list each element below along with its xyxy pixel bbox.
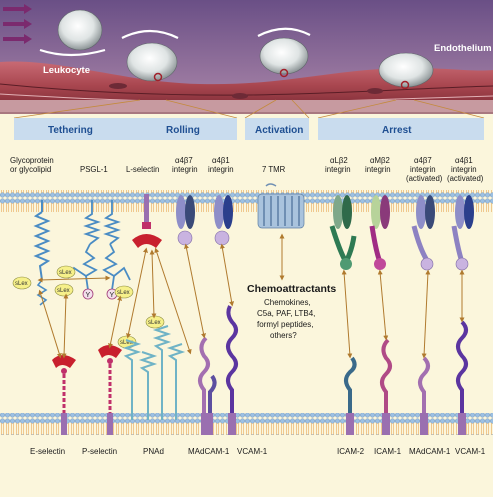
label-a4b7: α4β7: [175, 156, 193, 165]
a4b1-integrin-activated: [451, 195, 474, 271]
y-label-2: Y: [110, 292, 115, 299]
leukocyte-molecule-labels: Glycoprotein or glycolipid PSGL-1 L-sele…: [10, 156, 484, 183]
a4b1-integrin-leukocyte: [214, 195, 233, 246]
stage-activation: Activation: [255, 125, 303, 136]
svg-text:sLex: sLex: [59, 270, 72, 276]
label-a4b1-activated: (activated): [447, 174, 484, 183]
label-7tmr: 7 TMR: [262, 165, 286, 174]
e-selectin-molecule: [52, 355, 76, 435]
label-madcam1-b: MAdCAM-1: [409, 447, 451, 456]
madcam1-molecule-b: [418, 356, 430, 435]
label-a4b1-act: α4β1: [455, 156, 473, 165]
alb2-integrin: [329, 195, 357, 270]
leukocyte-membrane: [0, 190, 493, 212]
label-madcam1-a: MAdCAM-1: [188, 447, 230, 456]
label-lselectin: L-selectin: [126, 165, 159, 174]
label-a4b1: α4β1: [212, 156, 230, 165]
svg-text:sLex: sLex: [15, 281, 28, 287]
label-a4b7-integrin: integrin: [172, 165, 198, 174]
svg-text:sLex: sLex: [117, 290, 130, 296]
chemo-line-2: C5a, PAF, LTB4,: [257, 309, 315, 318]
svg-text:sLex: sLex: [57, 288, 70, 294]
label-a4b1-act-integrin: integrin: [451, 165, 477, 174]
label-icam2: ICAM-2: [337, 447, 365, 456]
chemoattractants-block: Chemoattractants Chemokines, C5a, PAF, L…: [247, 283, 336, 340]
chemo-line-4: others?: [270, 331, 297, 340]
label-icam1: ICAM-1: [374, 447, 402, 456]
vcam1-molecule-b: [456, 320, 468, 435]
label-glycoprotein: Glycoprotein: [10, 156, 54, 165]
label-alb2: αLβ2: [330, 156, 348, 165]
icam1-molecule: [380, 338, 392, 435]
endothelium-label: Endothelium: [434, 43, 492, 54]
svg-text:sLex: sLex: [148, 320, 161, 326]
svg-text:sLex: sLex: [120, 340, 133, 346]
flow-arrows: [3, 4, 32, 44]
vessel-scene: Leukocyte Endothelium: [0, 0, 493, 114]
label-a4b7-activated: (activated): [406, 174, 443, 183]
interaction-arrows: [37, 233, 465, 359]
stage-header-bars: Tethering Rolling Activation Arrest: [14, 118, 484, 140]
vcam1-molecule-a: [226, 305, 238, 435]
zoom-lines: [13, 99, 485, 119]
y-label-1: Y: [86, 292, 91, 299]
chemo-title: Chemoattractants: [247, 283, 336, 295]
label-alb2-integrin: integrin: [325, 165, 351, 174]
label-glycolipid: or glycolipid: [10, 165, 51, 174]
label-pselectin: P-selectin: [82, 447, 117, 456]
stage-tethering: Tethering: [48, 125, 93, 136]
icam2-molecule: [344, 356, 357, 435]
label-eselectin: E-selectin: [30, 447, 65, 456]
chemo-line-1: Chemokines,: [264, 298, 311, 307]
a4b7-integrin-activated: [411, 195, 435, 271]
endothelial-molecule-labels: E-selectin P-selectin PNAd MAdCAM-1 VCAM…: [30, 447, 486, 456]
slex-badge: sLex: [114, 285, 134, 299]
label-amb2: αMβ2: [370, 156, 390, 165]
leukocyte-label: Leukocyte: [43, 65, 90, 76]
a4b7-integrin-leukocyte: [176, 195, 195, 246]
chemo-line-3: formyl peptides,: [257, 320, 313, 329]
label-a4b7-act: α4β7: [414, 156, 432, 165]
label-amb2-integrin: integrin: [365, 165, 391, 174]
label-vcam1-b: VCAM-1: [455, 447, 486, 456]
leukocyte-cell: [39, 9, 434, 90]
slex-badge: sLex: [145, 315, 165, 329]
slex-badge: sLex: [54, 283, 74, 297]
slex-badge: sLex: [56, 265, 76, 279]
label-psgl1: PSGL-1: [80, 165, 108, 174]
slex-badge: sLex: [12, 276, 32, 290]
seven-tmr-receptor: [257, 183, 305, 229]
amb2-integrin: [369, 195, 390, 270]
label-pnad: PNAd: [143, 447, 164, 456]
madcam1-molecule-a: [198, 336, 217, 435]
label-a4b7-act-integrin: integrin: [410, 165, 436, 174]
stage-arrest: Arrest: [382, 125, 412, 136]
l-selectin-molecule: [132, 194, 162, 248]
endothelial-membrane: [0, 413, 493, 435]
stage-rolling: Rolling: [166, 125, 200, 136]
label-vcam1-a: VCAM-1: [237, 447, 268, 456]
label-a4b1-integrin: integrin: [208, 165, 234, 174]
